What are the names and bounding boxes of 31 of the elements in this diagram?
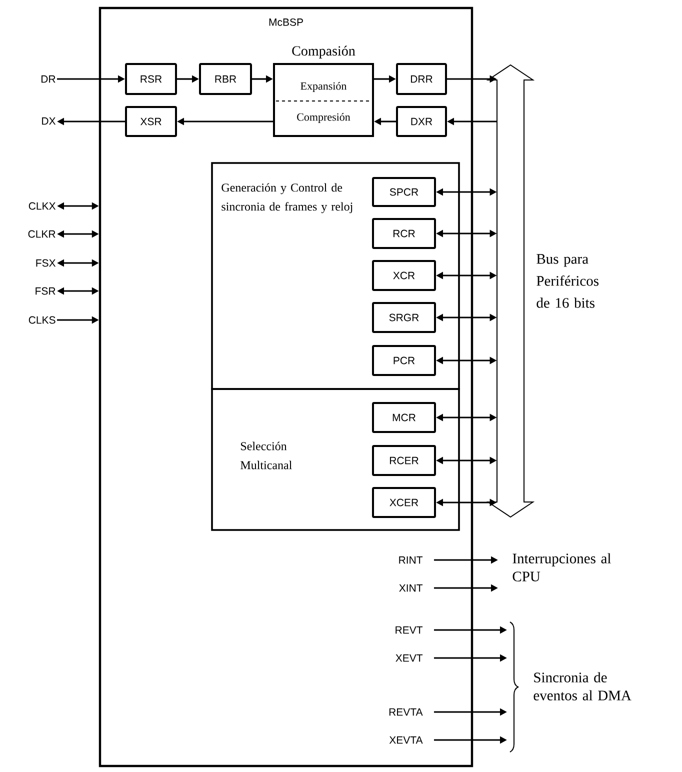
signal-name: REVT [396, 626, 423, 634]
signal-name: DX [42, 117, 56, 125]
signal-name: REVTA [389, 708, 423, 716]
register-box: PCR [372, 345, 436, 376]
register-box: DXR [396, 106, 447, 137]
register-box: RSR [125, 63, 177, 95]
register-box: RBR [199, 63, 252, 95]
signal-name: CLKX [28, 202, 56, 210]
register-box: RCER [372, 445, 436, 476]
signal-name: RINT [399, 556, 423, 564]
signal-name: CLKS [28, 316, 56, 324]
node-label: Bus para Periféricos de 16 bits [536, 254, 598, 308]
register-box: SRGR [372, 302, 436, 333]
note-text: Interrupciones al CPU [512, 553, 611, 582]
signal-name: CLKR [28, 230, 56, 238]
node-label: Compasión [292, 46, 356, 58]
compander-box: Compasión Expansión Compresión [273, 46, 374, 137]
signal-name: FSR [36, 287, 56, 295]
signal-name: XEVTA [389, 736, 423, 744]
signal-name: FSX [36, 259, 56, 267]
register-box: MCR [372, 402, 436, 433]
signal-name: XEVT [396, 654, 423, 662]
signal-name: XINT [399, 584, 423, 592]
signal-name: DR [42, 75, 56, 83]
register-box: DRR [396, 63, 447, 95]
register-box: XSR [125, 106, 177, 137]
register-box: XCR [372, 260, 436, 291]
register-box: SPCR [372, 177, 436, 207]
register-box: RCR [372, 218, 436, 249]
note-text: Sincronia de eventos al DMA [534, 672, 632, 700]
register-box: XCER [372, 487, 436, 518]
